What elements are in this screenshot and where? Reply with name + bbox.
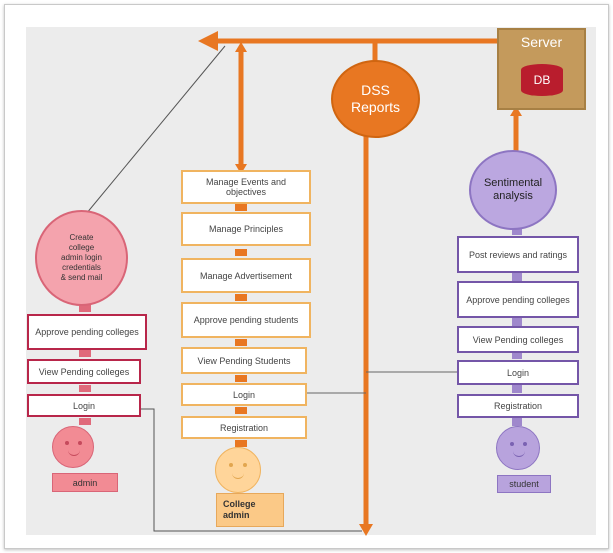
college-item-label: Login (232, 389, 256, 400)
admin-item-label: Approve pending colleges (35, 327, 139, 337)
college-item-label: Registration (219, 422, 269, 433)
sentiment-analysis-node: Sentimental analysis (469, 150, 557, 230)
college-item-manage-events: Manage Events and objectives (181, 170, 311, 204)
college-item-label: Manage Advertisement (199, 270, 293, 281)
student-avatar (496, 426, 540, 470)
college-admin-label: College admin (216, 493, 284, 527)
admin-item-label: Login (72, 400, 96, 411)
student-item-label: View Pending colleges (472, 334, 564, 345)
student-label: student (497, 475, 551, 493)
admin-item-approve-colleges: Approve pending colleges (27, 314, 147, 350)
student-item-connectors (512, 226, 522, 426)
college-item-connectors (235, 204, 247, 447)
college-admin-label-text: College admin (223, 499, 256, 520)
admin-label-text: admin (72, 477, 98, 488)
server-label: Server (520, 34, 563, 50)
college-item-label: Manage Events and objectives (205, 177, 287, 197)
dss-reports-label: DSS Reports (351, 82, 401, 115)
college-admin-avatar (215, 447, 261, 493)
student-item-approve-colleges: Approve pending colleges (457, 281, 579, 318)
student-item-login: Login (457, 360, 579, 385)
admin-bus-link (85, 45, 226, 215)
college-item-manage-advertisement: Manage Advertisement (181, 258, 311, 293)
college-item-view-students: View Pending Students (181, 347, 307, 374)
college-item-login: Login (181, 383, 307, 406)
student-item-post-reviews: Post reviews and ratings (457, 236, 579, 273)
college-item-manage-principles: Manage Principles (181, 212, 311, 246)
student-item-label: Post reviews and ratings (468, 249, 568, 260)
student-item-label: Approve pending colleges (466, 294, 570, 305)
admin-item-connectors (79, 305, 91, 425)
database-icon: DB (521, 64, 563, 96)
student-item-view-colleges: View Pending colleges (457, 326, 579, 353)
college-item-label: View Pending Students (197, 355, 291, 366)
create-credentials-node: Create college admin login credentials &… (35, 210, 128, 306)
student-item-label: Registration (493, 401, 543, 411)
college-item-registration: Registration (181, 416, 307, 439)
admin-label: admin (52, 473, 118, 492)
college-item-label: Manage Principles (208, 224, 284, 234)
college-item-approve-students: Approve pending students (181, 302, 311, 338)
student-item-label: Login (506, 367, 530, 378)
student-label-text: student (509, 479, 539, 489)
admin-item-label: View Pending colleges (38, 366, 130, 377)
db-label: DB (533, 73, 551, 87)
admin-bottom-link (141, 408, 362, 532)
create-credentials-label: Create college admin login credentials &… (60, 233, 103, 282)
admin-avatar (52, 426, 94, 468)
admin-item-login: Login (27, 394, 141, 417)
server-block: Server DB (497, 28, 586, 110)
college-item-label: Approve pending students (193, 315, 299, 325)
dss-reports-node: DSS Reports (331, 60, 420, 138)
admin-item-view-colleges: View Pending colleges (27, 359, 141, 384)
sentiment-analysis-label: Sentimental analysis (483, 177, 543, 202)
student-item-registration: Registration (457, 394, 579, 418)
